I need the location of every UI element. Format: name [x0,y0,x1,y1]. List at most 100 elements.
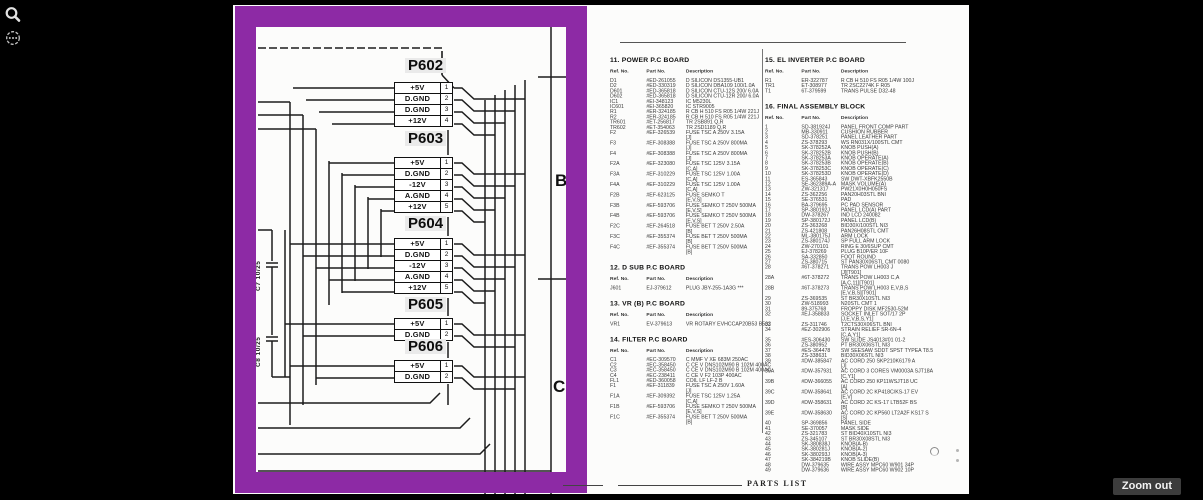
parts-column-header: Part No. [801,68,821,75]
parts-column-header: Ref. No. [610,347,629,354]
parts-row-note: [E,V] [840,394,853,401]
parts-row-note: [J][T901] [840,269,862,276]
parts-row-note: [J] [840,363,847,370]
parts-row-note: [C,A] [685,166,698,172]
parts-row-note: [B] [840,404,848,411]
parts-column-header: Part No. [646,275,666,282]
parts-column-header: Description [685,311,714,318]
parts-column-header: Ref. No. [765,68,784,75]
parts-column-header: Description [685,68,714,75]
capacitor-c8-label: C8 10/25 [255,336,262,367]
parts-row-note: [J] [685,135,692,141]
parts-section-title: 16. FINAL ASSEMBLY BLOCK [765,102,866,111]
parts-column-header: Description [840,114,869,121]
parts-row-note: [J] [685,145,692,152]
parts-column-header: Part No. [646,68,666,75]
more-options-icon[interactable] [4,29,22,47]
connector-title: P603 [405,131,447,146]
search-icon[interactable] [4,5,22,23]
pin-number: 5 [441,282,453,294]
parts-column-header: Part No. [646,311,666,318]
parts-row-note: [E,V,S] [685,218,702,224]
parts-row-note: [B] [685,239,693,245]
pin-number: 2 [441,371,453,383]
parts-row-note: [C,A,Y1] [840,332,861,338]
parts-header-row: Ref. No.Part No.Description [610,312,761,319]
connector-title: P602 [405,58,447,73]
parts-row-note: [B] [685,228,693,235]
viewer-toolbar [4,5,26,53]
parts-row-note: [B] [685,249,693,256]
parts-row-note: [J,E,V,B,S,Y1] [840,316,874,323]
pin-label: +12V [394,115,441,127]
parts-header-row: Ref. No.Part No.Description [765,115,916,122]
zoom-out-button[interactable]: Zoom out [1112,478,1181,495]
parts-top-rule [620,42,906,43]
parts-header-row: Ref. No.Part No.Description [765,68,916,75]
pin-label: D.GND [394,371,441,383]
parts-header-row: Ref. No.Part No.Description [610,348,761,355]
parts-section-title: 15. EL INVERTER P.C BOARD [765,56,865,64]
parts-row-note: [J] [685,155,692,162]
parts-section-title: 14. FILTER P.C BOARD [610,335,688,344]
bus-label-b: B [555,171,568,190]
parts-row-note: [S] [840,415,848,422]
footer-rule-dash [563,485,603,486]
parts-row-note: [E,V,B,S][T901] [840,290,877,297]
bus-label-c: C [553,377,566,396]
pin-label: +12V [394,282,441,294]
parts-section-title: 12. D SUB P.C BOARD [610,263,686,272]
